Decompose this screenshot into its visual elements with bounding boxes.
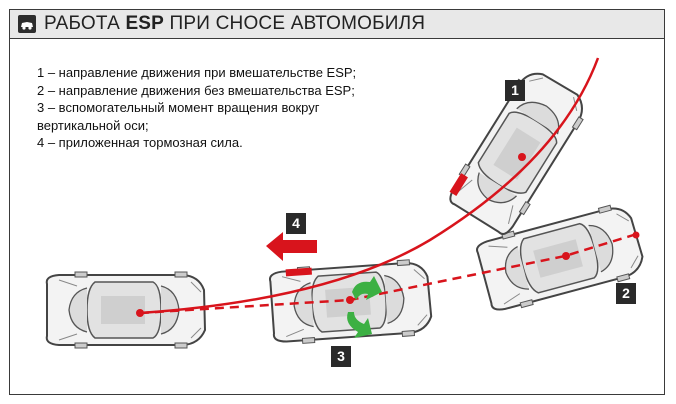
path-dot-without: [562, 252, 570, 260]
header-bar: РАБОТА ESP ПРИ СНОСЕ АВТОМОБИЛЯ: [10, 10, 664, 39]
legend-item-3-cont: вертикальной оси;: [37, 117, 149, 133]
car-skid-icon: [18, 15, 36, 33]
path-dot-with: [518, 153, 526, 161]
marker-1: 1: [505, 80, 525, 101]
car-center: [268, 257, 434, 347]
path-dot-center: [346, 296, 354, 304]
moment-arrow-upper: [352, 276, 382, 300]
page-title: РАБОТА ESP ПРИ СНОСЕ АВТОМОБИЛЯ: [44, 13, 426, 34]
marker-4: 4: [286, 213, 306, 234]
brake-force-arrow: [266, 232, 317, 261]
marker-2: 2: [616, 283, 636, 304]
moment-arrows: [347, 276, 382, 338]
brake-wheel-mark-2: [449, 173, 468, 196]
path-dot-end-without: [632, 231, 640, 239]
legend-item-2: 2 – направление движения без вмешательст…: [37, 82, 355, 98]
marker-3: 3: [331, 346, 351, 367]
legend: 1 – направление движения при вмешательст…: [37, 64, 437, 152]
brake-wheel-mark: [285, 267, 312, 277]
moment-arrow-lower: [347, 312, 372, 338]
path-dot-start: [136, 309, 144, 317]
legend-item-1: 1 – направление движения при вмешательст…: [37, 65, 357, 80]
path-with-esp: [139, 57, 600, 315]
path-without-esp: [139, 231, 641, 315]
legend-item-3: 3 – вспомогательный момент вращения вокр…: [37, 100, 320, 115]
car-with-esp: [443, 63, 594, 240]
legend-item-4: 4 – приложенная тормозная сила.: [37, 135, 243, 150]
